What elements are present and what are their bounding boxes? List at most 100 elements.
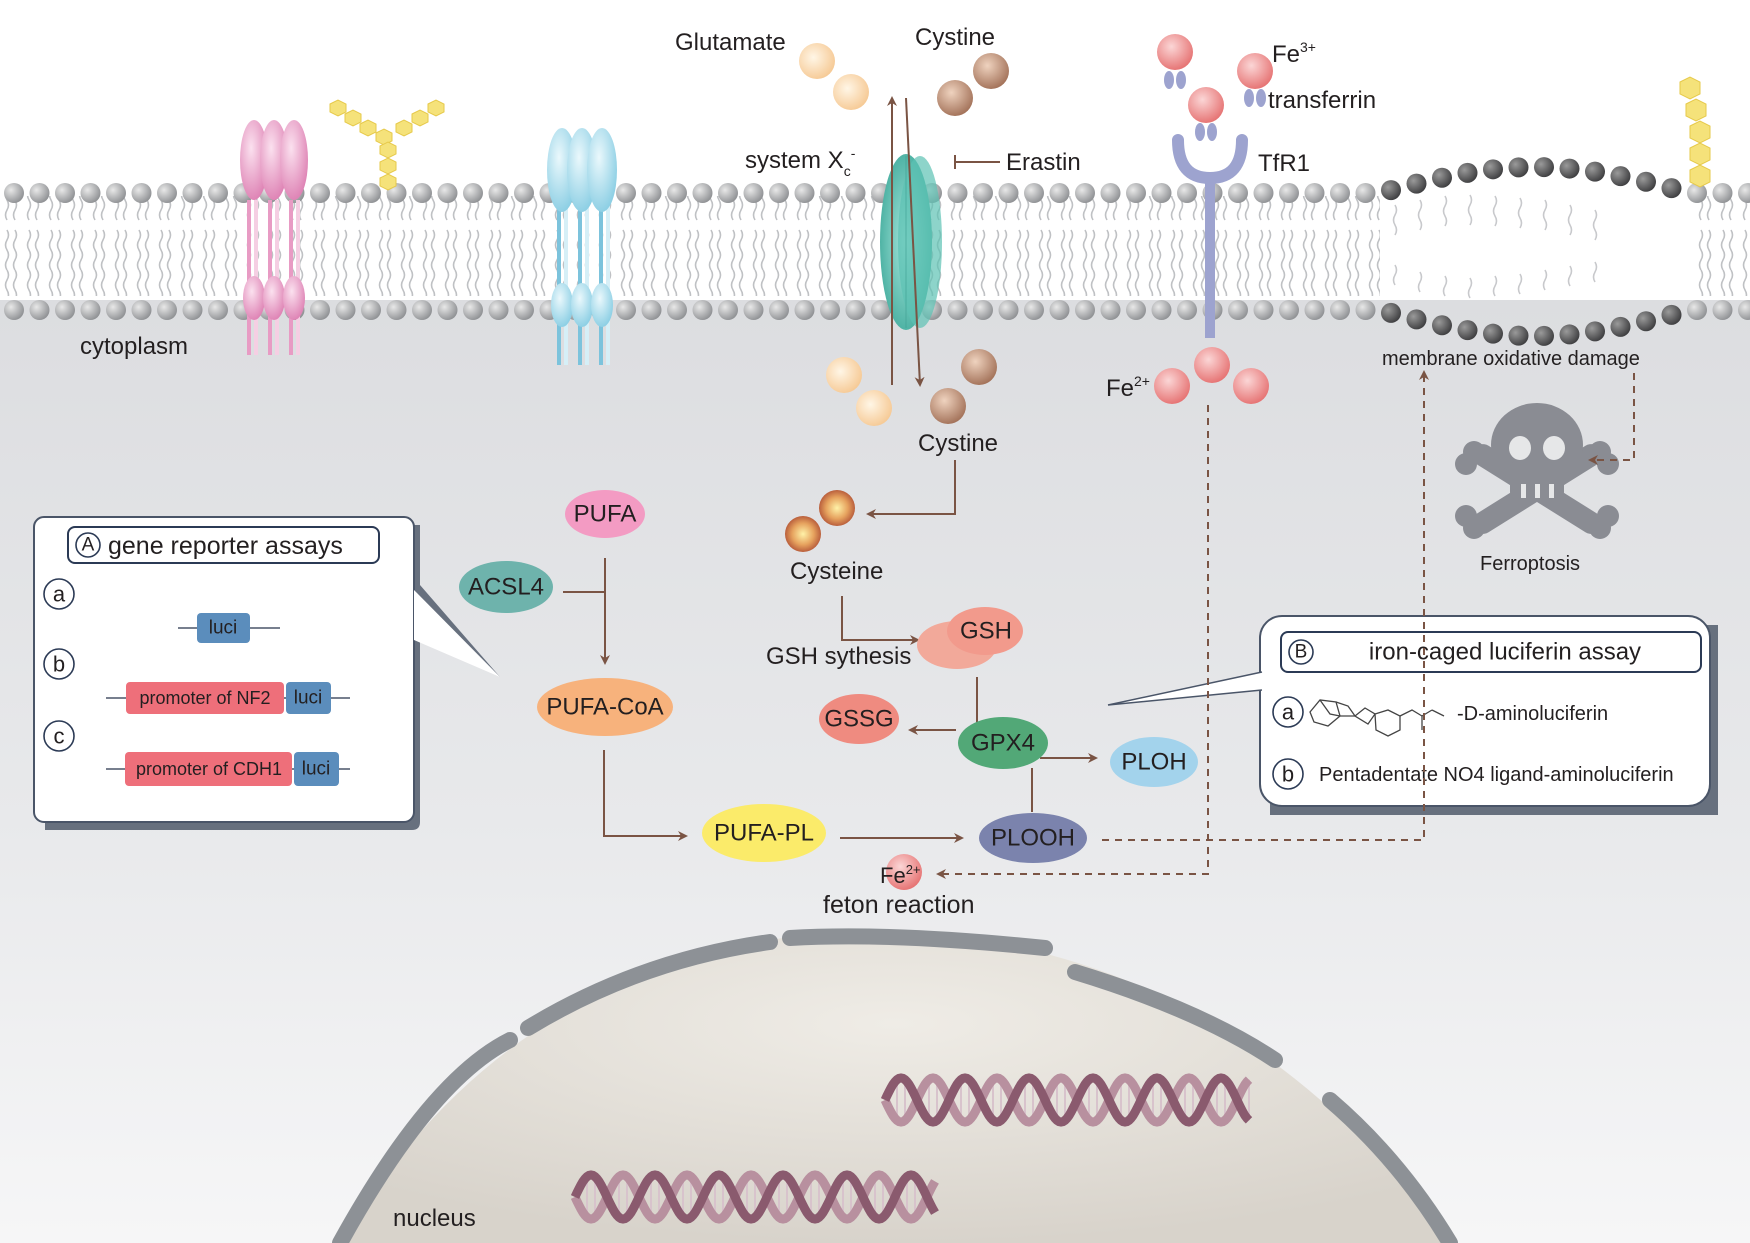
lipid-head — [845, 300, 866, 320]
fe2-feton-ion — [886, 854, 922, 890]
fe2-ions — [1154, 347, 1269, 404]
lipid-head — [131, 183, 152, 203]
glutamate-label: Glutamate — [675, 29, 786, 56]
lipid-head — [1253, 300, 1274, 320]
lipid-head — [973, 183, 993, 203]
lipid-head — [386, 300, 407, 320]
trioxolane-molecule-icon — [1309, 699, 1445, 737]
dna-helix-lower — [570, 1170, 939, 1224]
tfr1-label: TfR1 — [1258, 150, 1310, 177]
node-acsl4: ACSL4 — [459, 561, 553, 613]
luci-box-a — [197, 613, 250, 643]
lipid-head — [1687, 183, 1707, 203]
fe2-feton-label: Fe2+ — [880, 862, 921, 888]
lipid-head — [157, 300, 177, 320]
membrane-damage-label: membrane oxidative damage — [1382, 348, 1640, 370]
lipid-head — [1049, 300, 1070, 320]
lipid-head — [1508, 325, 1529, 346]
panel-a-badge: A — [82, 535, 95, 556]
cysteine-label: Cysteine — [790, 558, 883, 585]
glycan-chain-right — [1679, 76, 1711, 188]
luci-label-c: luci — [302, 759, 331, 780]
plooh-to-membrane-damage-dashed-arrow — [1102, 370, 1429, 841]
lipid-head — [1279, 183, 1299, 203]
lipid-head — [667, 183, 687, 203]
cystine-in-label: Cystine — [918, 430, 998, 457]
lipid-head — [1712, 183, 1733, 203]
lipid-head — [1177, 300, 1197, 320]
lipid-head — [947, 300, 968, 320]
lipid-head — [310, 300, 330, 320]
lipid-head — [947, 183, 968, 203]
lipid-head — [1075, 183, 1095, 203]
lipid-head — [80, 300, 101, 320]
lipid-head — [1177, 183, 1197, 203]
lipid-head — [463, 183, 483, 203]
panel-b-text-b: Pentadentate NO4 ligand-aminoluciferin — [1319, 764, 1674, 786]
membrane-lipid-tails-right — [1690, 196, 1750, 296]
lipid-head — [361, 183, 381, 203]
lipid-head — [794, 300, 815, 320]
lipid-head — [182, 300, 203, 320]
node-pufa-coa: PUFA-CoA — [537, 678, 673, 736]
lipid-head — [488, 183, 509, 203]
promoter-cdh1-label: promoter of CDH1 — [136, 759, 282, 779]
node-gpx4-label: GPX4 — [971, 730, 1035, 757]
cysteine-to-gsh-arrow — [841, 596, 920, 645]
ferroptosis-label: Ferroptosis — [1480, 553, 1580, 575]
cytoplasm-label: cytoplasm — [80, 333, 188, 360]
lipid-head — [514, 183, 534, 203]
lipid-head — [1432, 315, 1452, 336]
erastin-label: Erastin — [1006, 149, 1081, 176]
lipid-head — [641, 300, 662, 320]
lipid-head — [820, 300, 840, 320]
lipid-head — [1457, 320, 1478, 341]
lipid-head — [514, 300, 534, 320]
cystine-to-cysteine-arrow — [866, 460, 956, 519]
lipid-head — [55, 183, 75, 203]
panel-a-item-a: a — [53, 582, 66, 607]
lipid-head — [208, 300, 228, 320]
lipid-head — [1738, 183, 1750, 203]
lipid-head — [1687, 300, 1707, 320]
lipid-head — [1610, 166, 1631, 187]
lipid-head — [1253, 183, 1274, 203]
lipid-head — [1330, 300, 1350, 320]
lipid-head — [692, 183, 713, 203]
lipid-head — [769, 183, 789, 203]
glycan-chain-left — [329, 99, 445, 191]
lipid-head — [1636, 311, 1656, 332]
lipid-head — [1304, 300, 1325, 320]
lipid-head — [1661, 178, 1682, 199]
lipid-head — [4, 183, 24, 203]
lipid-head — [488, 300, 509, 320]
lipid-head — [335, 300, 356, 320]
lipid-head — [1355, 300, 1376, 320]
pink-receptor — [240, 120, 308, 355]
transferrin-label: transferrin — [1268, 87, 1376, 114]
node-gssg-label: GSSG — [824, 706, 893, 733]
lipid-head — [29, 300, 50, 320]
panel-a-title: gene reporter assays — [108, 532, 343, 560]
lipid-head — [616, 300, 636, 320]
cystine-import-arrow — [905, 97, 925, 387]
lipid-head — [1151, 183, 1172, 203]
node-plooh-label: PLOOH — [991, 825, 1075, 852]
lipid-head — [1432, 167, 1452, 188]
panel-a-item-c: c — [54, 724, 65, 749]
node-ploh-label: PLOH — [1121, 749, 1186, 776]
transferrin-iron — [1157, 34, 1273, 141]
panel-a-gene-reporter-assays: A gene reporter assays a b c luci promot… — [33, 516, 500, 830]
luci-label-b: luci — [294, 688, 323, 709]
cysteine-molecules — [785, 490, 855, 552]
lipid-head — [1483, 159, 1503, 180]
lipid-head — [973, 300, 993, 320]
panel-a-item-b: b — [53, 652, 65, 677]
lipid-head — [1024, 183, 1044, 203]
lipid-head — [1661, 304, 1682, 325]
lipid-head — [692, 300, 713, 320]
lipid-head — [1381, 180, 1401, 201]
lipid-head — [1534, 325, 1554, 346]
